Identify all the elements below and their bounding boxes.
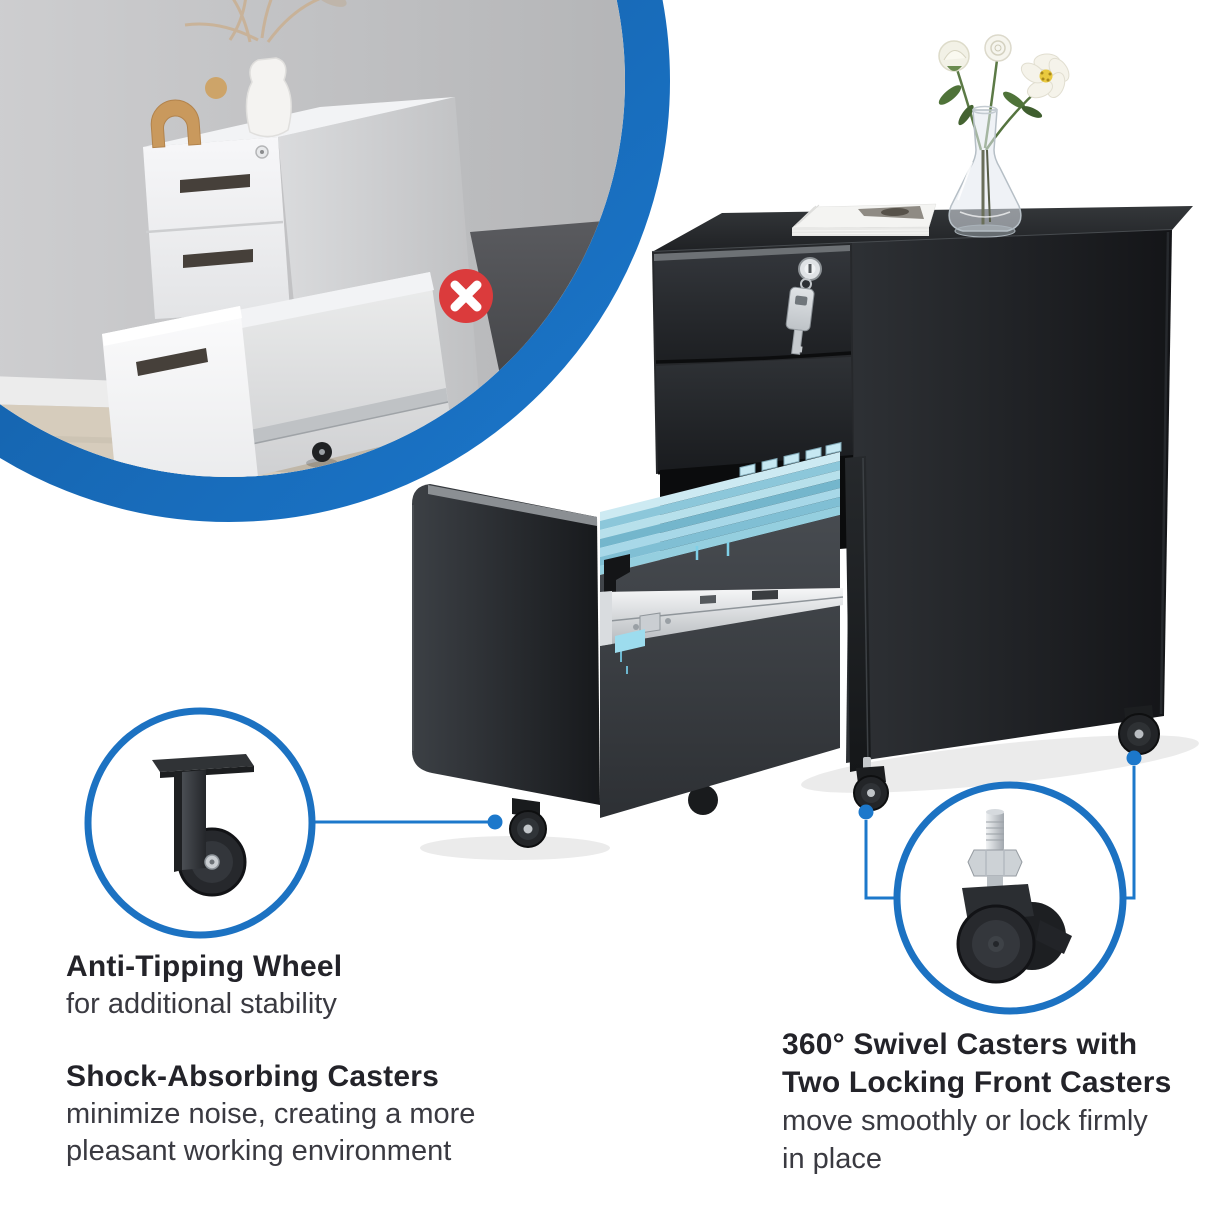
drawer-caster: [509, 798, 547, 848]
feature-description: for additional stability: [66, 988, 337, 1020]
callout-lines: [312, 766, 1136, 900]
wrong-example-photo: [0, 0, 670, 522]
feature-shock-absorbing: Shock-Absorbing Casters minimize noise, …: [66, 1058, 666, 1170]
flower-bud: [938, 40, 970, 72]
anti-tipping-wheel-inset: [84, 707, 316, 939]
drawer-1-front: [654, 245, 851, 362]
callout-dots: [487, 750, 1142, 830]
callout-line-front-caster: [864, 820, 897, 900]
anti-tipping-wheel-icon: [152, 754, 254, 897]
feature-title: Anti-Tipping Wheel: [66, 950, 343, 983]
drawer-3-front: [412, 484, 600, 805]
feature-description-line: move smoothly or lock firmly: [782, 1105, 1148, 1137]
rail-tab: [615, 629, 645, 653]
callout-line-rear-caster: [1124, 766, 1136, 900]
rear-caster: [1118, 705, 1160, 755]
cabinet-side-panel: [846, 230, 1172, 763]
drawer-2-front: [656, 357, 853, 473]
inset-ring: [0, 0, 670, 522]
slide-rail: [599, 588, 844, 653]
book-on-top: [791, 203, 937, 236]
feature-title-line: 360° Swivel Casters with: [782, 1028, 1138, 1061]
feature-description-line: minimize noise, creating a more: [66, 1098, 476, 1130]
lock-and-keys: [785, 257, 822, 355]
wooden-ball-decor: [205, 77, 227, 99]
white-cabinet-tipping: [102, 0, 483, 477]
x-mark-icon: [439, 269, 493, 323]
open-file-drawer: [412, 441, 844, 848]
file-cabinet-illustration: [412, 34, 1199, 860]
feature-description-line: pleasant working environment: [66, 1135, 452, 1167]
dried-plant-vase: [184, 0, 347, 138]
flower-vase: [938, 34, 1070, 238]
feature-anti-tipping: Anti-Tipping Wheel for additional stabil…: [66, 948, 666, 1023]
feature-swivel-casters: 360° Swivel Casters with Two Locking Fro…: [782, 1026, 1202, 1178]
flower-round: [984, 34, 1012, 62]
swivel-caster-icon: [956, 809, 1072, 984]
hanging-folders: [600, 441, 842, 575]
flower-peony: [1020, 53, 1070, 99]
feature-title-line: Two Locking Front Casters: [782, 1066, 1172, 1099]
feature-title: Shock-Absorbing Casters: [66, 1060, 440, 1093]
feature-description-line: in place: [782, 1143, 882, 1175]
swivel-caster-inset: [893, 781, 1127, 1015]
front-caster: [853, 757, 889, 811]
wooden-arch-decor: [150, 99, 202, 149]
